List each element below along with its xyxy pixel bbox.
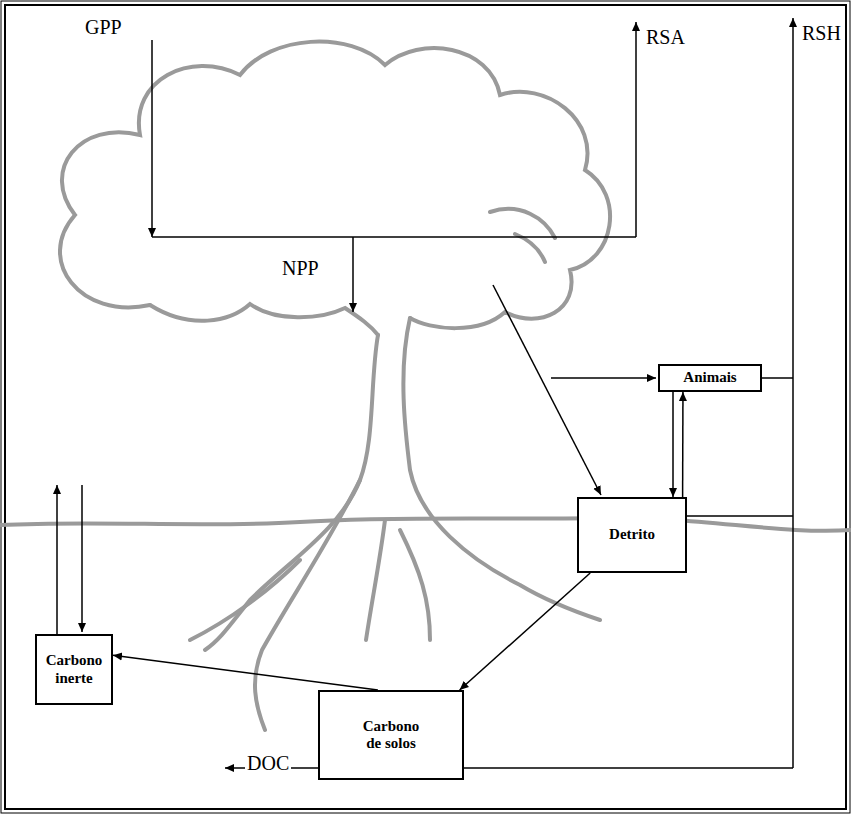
flux-label: DOC (245, 752, 291, 774)
flux-label: NPP (280, 257, 321, 279)
flow-arrow (672, 392, 674, 497)
flow-lines (57, 18, 793, 768)
inner-frame (5, 5, 846, 809)
flow-arrow (460, 573, 591, 690)
flux-label: RSA (644, 26, 687, 48)
flux-label: RSH (800, 22, 843, 44)
pool-box: Carbono de solos (318, 690, 464, 780)
pool-box: Detrito (577, 497, 687, 573)
pool-name: Carbono inerte (41, 652, 107, 687)
pool-name: Detrito (609, 526, 655, 543)
flow-arrow (113, 655, 378, 690)
pool-box: Carbono inerte (35, 634, 113, 705)
pool-box: Animais (658, 364, 762, 392)
pool-name: Animais (683, 369, 736, 386)
tree-outline (0, 42, 851, 730)
pool-name: Carbono de solos (354, 718, 429, 753)
flux-label: GPP (83, 16, 124, 38)
flow-arrow (682, 392, 684, 497)
